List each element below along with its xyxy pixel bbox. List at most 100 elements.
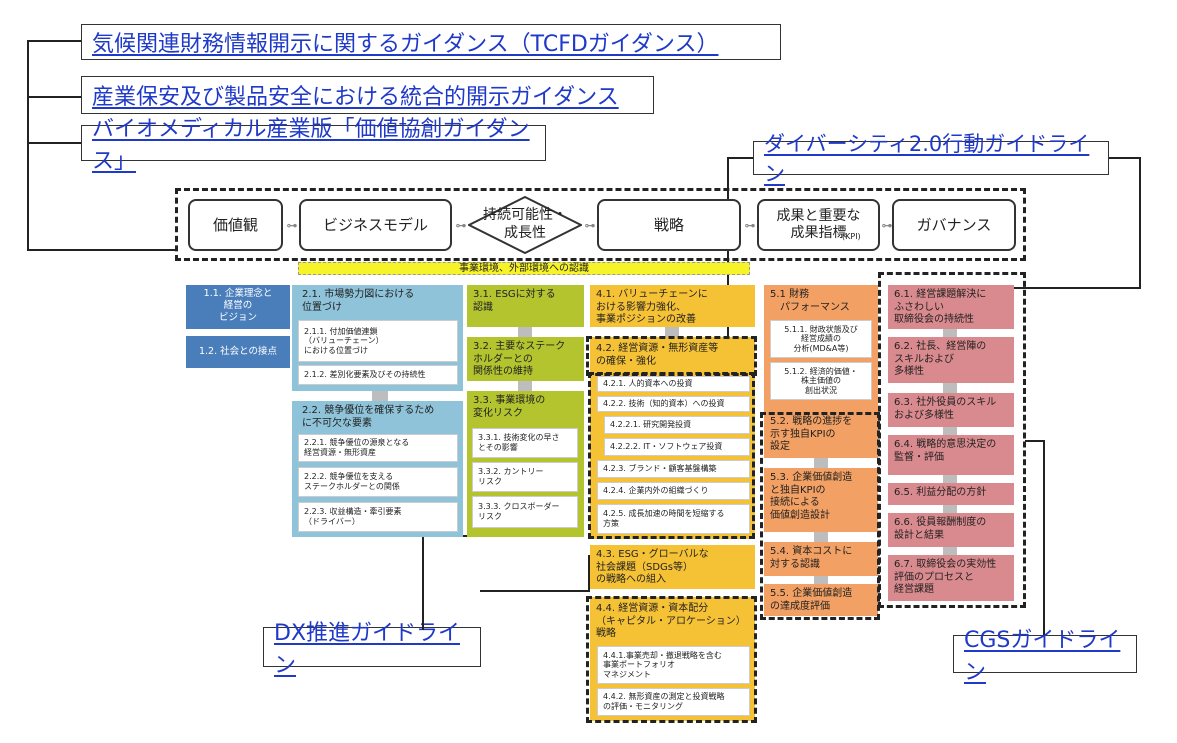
chain-link-icon: ⊶	[744, 218, 756, 232]
item-6-7: 6.7. 取締役会の実効性 評価のプロセスと 経営課題	[888, 555, 1014, 601]
connector-bar	[943, 383, 957, 393]
item-6-1: 6.1. 経営課題解決に ふさわしい 取締役会の持続性	[888, 285, 1014, 329]
item-2-2-1: 2.2.1. 競争優位の源泉となる 経営資源・無形資産	[298, 434, 458, 462]
item-3-3-2: 3.3.2. カントリー リスク	[472, 462, 578, 492]
values-label: 価値観	[212, 215, 258, 234]
connector-bar	[665, 327, 679, 337]
item-6-5: 6.5. 利益分配の方針	[888, 483, 1014, 505]
column-5-bg	[764, 285, 878, 433]
governance-label: ガバナンス	[916, 215, 992, 234]
item-3-1: 3.1. ESGに対する 認識	[467, 285, 584, 327]
connector-bar	[372, 391, 388, 401]
diversity-guideline-label[interactable]: ダイバーシティ2.0行動ガイドライン	[764, 132, 1090, 186]
environment-bar: 事業環境、外部環境への認識	[298, 262, 750, 275]
connector-bar	[943, 547, 957, 555]
item-5-5: 5.5. 企業価値創造 の達成度評価	[764, 584, 878, 616]
framework-dashed-border	[175, 188, 1026, 261]
connector-bar	[943, 329, 957, 337]
item-2-1-2: 2.1.2. 差別化要素及びその持続性	[298, 365, 458, 385]
connector-line	[1025, 440, 1045, 442]
sustainability-label: 持続可能性・ 成長性	[483, 207, 567, 241]
item-3-3: 3.3. 事業環境の 変化リスク	[473, 395, 546, 419]
item-4-2-4: 4.2.4. 企業内外の組織づくり	[597, 482, 750, 500]
connector-line	[1109, 157, 1139, 159]
item-6-4: 6.4. 戦略的意思決定の 監督・評価	[888, 435, 1014, 475]
connector-line	[727, 157, 753, 159]
connector-line	[27, 249, 177, 251]
connector-line	[27, 40, 81, 42]
item-1-1: 1.1. 企業理念と 経営の ビジョン	[186, 285, 290, 329]
item-3-3-3: 3.3.3. クロスボーダー リスク	[472, 496, 578, 528]
connector-line	[727, 157, 729, 357]
framework-sustainability-diamond	[468, 196, 582, 254]
dx-guideline-link[interactable]: DX推進ガイドライン	[263, 621, 481, 678]
item-5-2: 5.2. 戦略の進捗を 示す独自KPIの 設定	[764, 412, 878, 458]
item-5-4: 5.4. 資本コストに 対する認識	[764, 542, 878, 576]
tcfd-dashed-border	[760, 412, 880, 620]
item-4-4-2: 4.4.2. 無形資産の測定と投資戦略 の評価・モニタリング	[597, 688, 750, 716]
bio-guidance-label[interactable]: バイオメディカル産業版「価値協創ガイダンス」	[92, 117, 530, 174]
item-2-2-2: 2.2.2. 競争優位を支える ステークホルダーとの関係	[298, 467, 458, 497]
item-4-2-2-1: 4.2.2.1. 研究開発投資	[604, 416, 750, 434]
dx-dashed-border	[586, 596, 757, 723]
item-5-1-2: 5.1.2. 経済的価値・ 株主価値の 創出状況	[770, 362, 872, 400]
item-4-1: 4.1. バリューチェーンに おける影響力強化、 事業ポジションの改善	[590, 285, 755, 327]
connector-bar	[814, 576, 828, 584]
framework-business-model: ビジネスモデル	[299, 199, 452, 251]
connector-bar	[518, 381, 532, 391]
connector-line	[1043, 440, 1045, 635]
diversity-dashed-border	[586, 336, 757, 376]
chain-link-icon: ⊶	[584, 218, 596, 232]
safety-guidance-link[interactable]: 産業保安及び製品安全における統合的開示ガイダンス	[81, 76, 654, 114]
connector-bar	[943, 427, 957, 435]
kpi-label: 成果と重要な 成果指標	[776, 207, 861, 242]
tcfd-guidance-link[interactable]: 気候関連財務情報開示に関するガイダンス（TCFDガイダンス）	[81, 24, 781, 60]
item-4-2: 4.2. 経営資源・無形資産等 の確保・強化	[596, 343, 719, 367]
item-1-2: 1.2. 社会との接点	[186, 336, 290, 368]
dx-guideline-label[interactable]: DX推進ガイドライン	[274, 621, 461, 678]
item-5-3: 5.3. 企業価値創造 と独自KPIの 接続による 価値創造設計	[764, 468, 878, 532]
item-3-3-1: 3.3.1. 技術変化の早さ とその影響	[472, 428, 578, 458]
chain-link-icon: ⊶	[455, 218, 467, 232]
cgs-guideline-link[interactable]: CGSガイドライン	[953, 628, 1137, 685]
connector-line	[588, 555, 590, 592]
item-4-4-1: 4.4.1.事業売却・撤退戦略を含む 事業ポートフォリオ マネジメント	[597, 646, 750, 684]
item-5-1: 5.1 財務 パフォーマンス	[770, 289, 850, 313]
item-3-2: 3.2. 主要なステーク ホルダーとの 関係性の維持	[467, 337, 584, 381]
diversity-guideline-link[interactable]: ダイバーシティ2.0行動ガイドライン	[753, 132, 1109, 186]
connector-bar	[814, 532, 828, 542]
item-4-3: 4.3. ESG・グローバルな 社会課題（SDGs等） の戦略への組入	[590, 545, 755, 589]
connector-line	[27, 40, 29, 250]
item-4-2-5: 4.2.5. 成長加速の時間を短縮する 方策	[597, 504, 750, 534]
item-6-3: 6.3. 社外役員のスキル および多様性	[888, 393, 1014, 427]
framework-governance: ガバナンス	[892, 199, 1016, 251]
environment-bar-label: 事業環境、外部環境への認識	[459, 263, 589, 274]
strategy-label: 戦略	[653, 215, 684, 234]
item-2-1: 2.1. 市場勢力図における 位置づけ	[302, 289, 415, 313]
kpi-suffix: (KPI)	[842, 232, 861, 241]
safety-guidance-label[interactable]: 産業保安及び製品安全における統合的開示ガイダンス	[92, 85, 619, 110]
business-model-label: ビジネスモデル	[322, 215, 428, 234]
connector-line	[27, 142, 81, 144]
item-5-1-1: 5.1.1. 財政状態及び 経営成績の 分析(MD&A等)	[770, 320, 872, 358]
item-4-2-3: 4.2.3. ブランド・顧客基盤構築	[597, 460, 750, 478]
diamond-shape	[468, 196, 582, 254]
cgs-guideline-label[interactable]: CGSガイドライン	[964, 628, 1121, 685]
item-2-1-1: 2.1.1. 付加価値連鎖 （バリューチェーン） における位置づけ	[298, 320, 458, 362]
tcfd-guidance-label[interactable]: 気候関連財務情報開示に関するガイダンス（TCFDガイダンス）	[92, 32, 719, 57]
item-6-2: 6.2. 社長、経営陣の スキルおよび 多様性	[888, 337, 1014, 383]
connector-bar	[943, 475, 957, 483]
cgs-dashed-border	[878, 272, 1026, 608]
item-4-2-1: 4.2.1. 人的資本への投資	[597, 376, 750, 392]
item-6-6: 6.6. 役員報酬制度の 設計と結果	[888, 513, 1014, 547]
item-4-2-2: 4.2.2. 技術（知的資本）への投資	[597, 396, 750, 412]
bio-guidance-link[interactable]: バイオメディカル産業版「価値協創ガイダンス」	[81, 117, 546, 174]
connector-bar	[814, 458, 828, 468]
connector-line	[1013, 287, 1141, 289]
connector-bar	[518, 327, 532, 337]
connector-line	[480, 590, 590, 592]
item-2-2-3: 2.2.3. 収益構造・牽引要素 （ドライバー）	[298, 502, 458, 532]
connector-line	[27, 96, 81, 98]
connector-line	[422, 535, 424, 630]
connector-line	[1139, 157, 1141, 289]
